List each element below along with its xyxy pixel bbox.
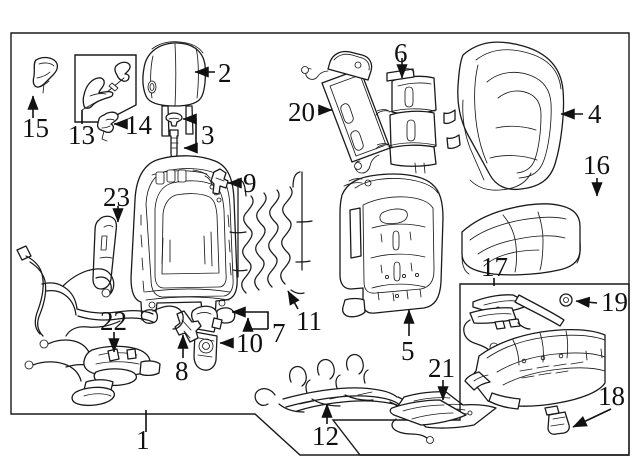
part-lumbar-pad-foam: [354, 68, 437, 174]
part-recliner-motor: [190, 305, 223, 371]
callout-19: 19: [601, 287, 628, 317]
part-seat-back-cover: [443, 41, 565, 191]
callout-13: 13: [68, 120, 95, 150]
callout-14: 14: [125, 110, 152, 140]
callout-7: 7: [272, 318, 286, 348]
callout-11: 11: [296, 306, 322, 336]
part-head-restraint: [142, 41, 207, 137]
part-seat-back-frame: [130, 155, 238, 324]
callout-22: 22: [100, 306, 127, 336]
part-cushion-frame-pan: [464, 328, 606, 410]
callout-15: 15: [22, 113, 49, 143]
part-side-airbag-module: [301, 50, 391, 163]
callout-23: 23: [103, 182, 130, 212]
callout-4: 4: [588, 99, 602, 129]
part-seat-cushion-cover: [461, 203, 581, 276]
part-back-panel-shield: [339, 173, 444, 318]
callout-20: 20: [288, 97, 315, 127]
part-switch-knob: [32, 56, 59, 94]
callout-6: 6: [394, 38, 408, 68]
callout-8: 8: [175, 356, 189, 386]
part-back-suspension-spring-mat: [229, 171, 313, 294]
callout-17: 17: [481, 252, 508, 282]
callout-21: 21: [428, 353, 455, 383]
main-diagram-border: [10, 32, 630, 456]
callout-leaders: [27, 58, 612, 432]
callout-12: 12: [312, 421, 339, 451]
callout-16: 16: [583, 150, 610, 180]
part-wiring-harness: [16, 245, 184, 406]
part-release-lever: [96, 111, 119, 142]
part-cushion-side-module: [389, 399, 570, 444]
part-adjuster-handle-detail-box: [74, 54, 137, 123]
part-cushion-suspension-spring: [254, 353, 408, 413]
callout-5: 5: [401, 336, 415, 366]
callout-3: 3: [201, 120, 215, 150]
part-height-adjuster-rod: [463, 293, 573, 354]
callout-18: 18: [598, 381, 625, 411]
callout-10: 10: [236, 328, 263, 358]
part-retainer-clip: [210, 168, 229, 195]
callout-1: 1: [136, 425, 150, 455]
callout-2: 2: [218, 58, 232, 88]
part-guide-bushing-and-bolt: [165, 112, 183, 161]
callout-9: 9: [243, 168, 257, 198]
part-recliner-bracket: [174, 310, 202, 343]
part-cushion-assembly-box: [331, 283, 630, 456]
